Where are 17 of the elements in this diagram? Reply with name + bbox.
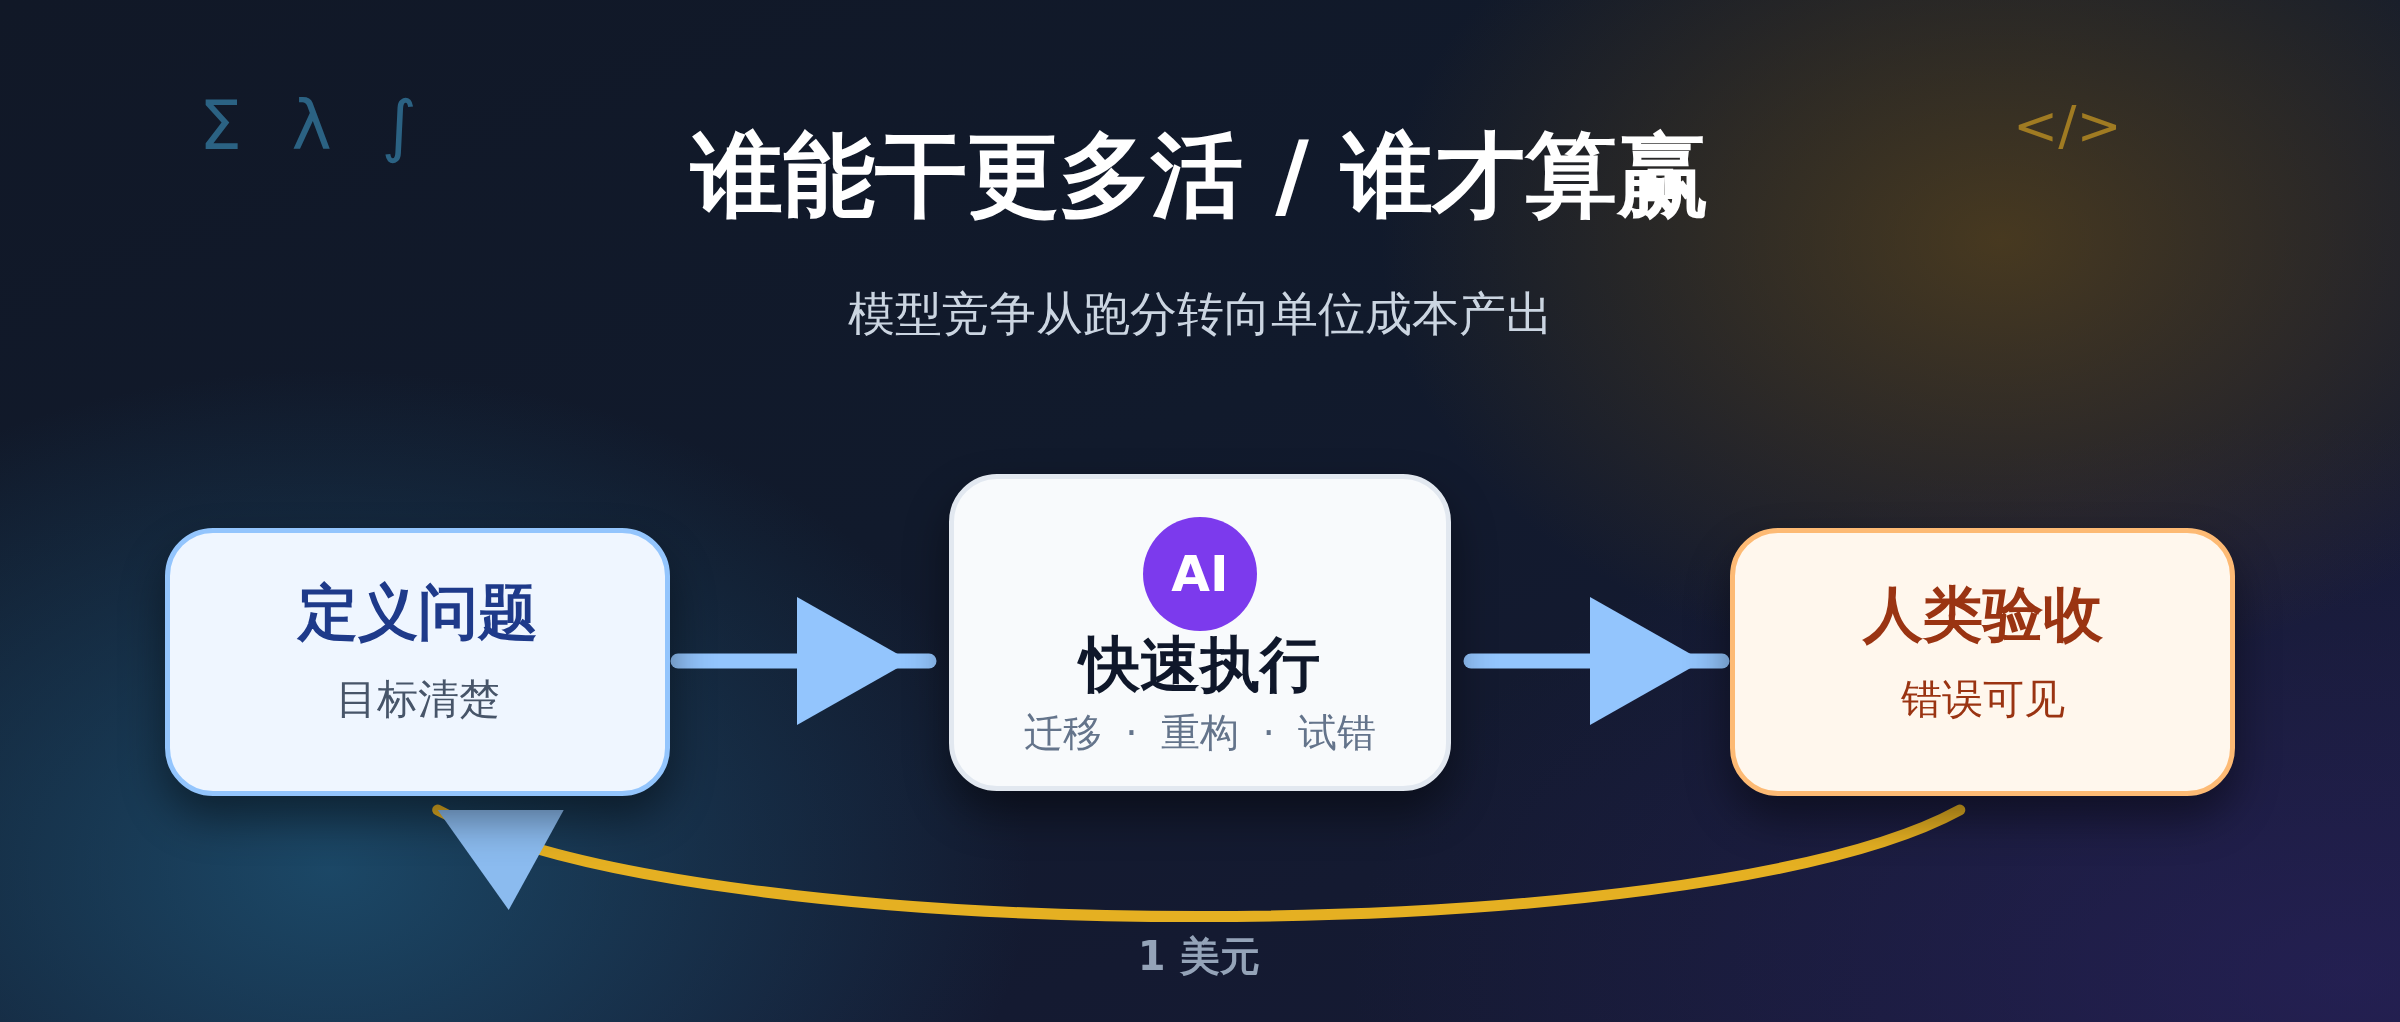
- process-card: [165, 528, 670, 796]
- box-subtitle: 迁移 · 重构 · 试错: [1023, 709, 1377, 757]
- box-title: 定义问题: [297, 576, 538, 648]
- title: 谁能干更多活 / 谁才算赢: [691, 120, 1709, 231]
- subtitle: 模型竞争从跑分转向单位成本产出: [847, 285, 1553, 343]
- box-subtitle: 目标清楚: [335, 675, 500, 725]
- edge-label: 1 美元: [1137, 931, 1260, 980]
- code-symbol: </>: [2013, 93, 2122, 159]
- math-symbols: Σ λ ∫: [199, 85, 417, 167]
- curved-arrow: [432, 804, 1966, 922]
- badge-label: AI: [1171, 544, 1229, 604]
- box-subtitle: 错误可见: [1900, 675, 2065, 725]
- arrow: [1463, 597, 1730, 725]
- process-card: [949, 474, 1451, 791]
- process-card: [1730, 528, 2235, 796]
- box-title: 人类验收: [1862, 578, 2103, 650]
- arrow: [670, 597, 937, 725]
